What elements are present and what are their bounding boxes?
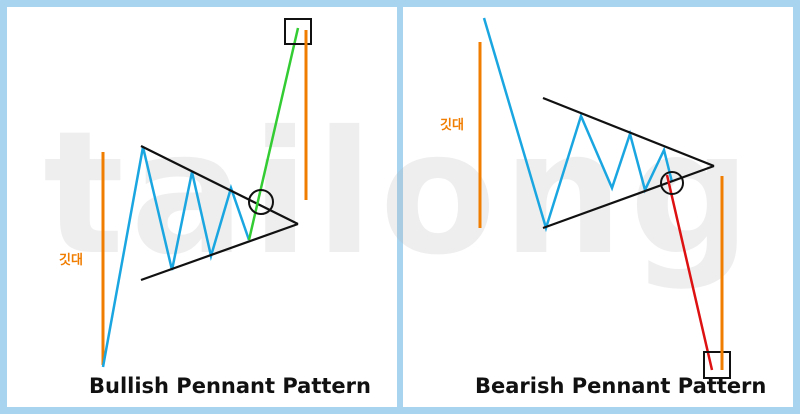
bearish-breakout-line xyxy=(665,174,714,371)
bullish-breakout-line xyxy=(247,27,300,241)
bearish-flagpole-label: 깃대 xyxy=(440,118,464,133)
bearish-breakout-circle xyxy=(660,171,684,195)
bullish-price-zigzag xyxy=(101,146,251,368)
bullish-flagpole-label: 깃대 xyxy=(59,253,83,268)
bullish-caption: Bullish Pennant Pattern xyxy=(89,374,371,398)
bullish-panel xyxy=(7,7,397,407)
bearish-caption: Bearish Pennant Pattern xyxy=(475,374,767,398)
bullish-breakout-circle xyxy=(248,189,274,215)
bullish-lower-trendline xyxy=(140,222,299,282)
bearish-target-box xyxy=(703,351,731,379)
bullish-upper-trendline xyxy=(140,145,299,225)
bearish-lower-trendline xyxy=(542,164,715,230)
bullish-target-box xyxy=(284,18,312,45)
bearish-upper-trendline xyxy=(542,96,715,168)
bearish-price-zigzag xyxy=(482,17,674,233)
